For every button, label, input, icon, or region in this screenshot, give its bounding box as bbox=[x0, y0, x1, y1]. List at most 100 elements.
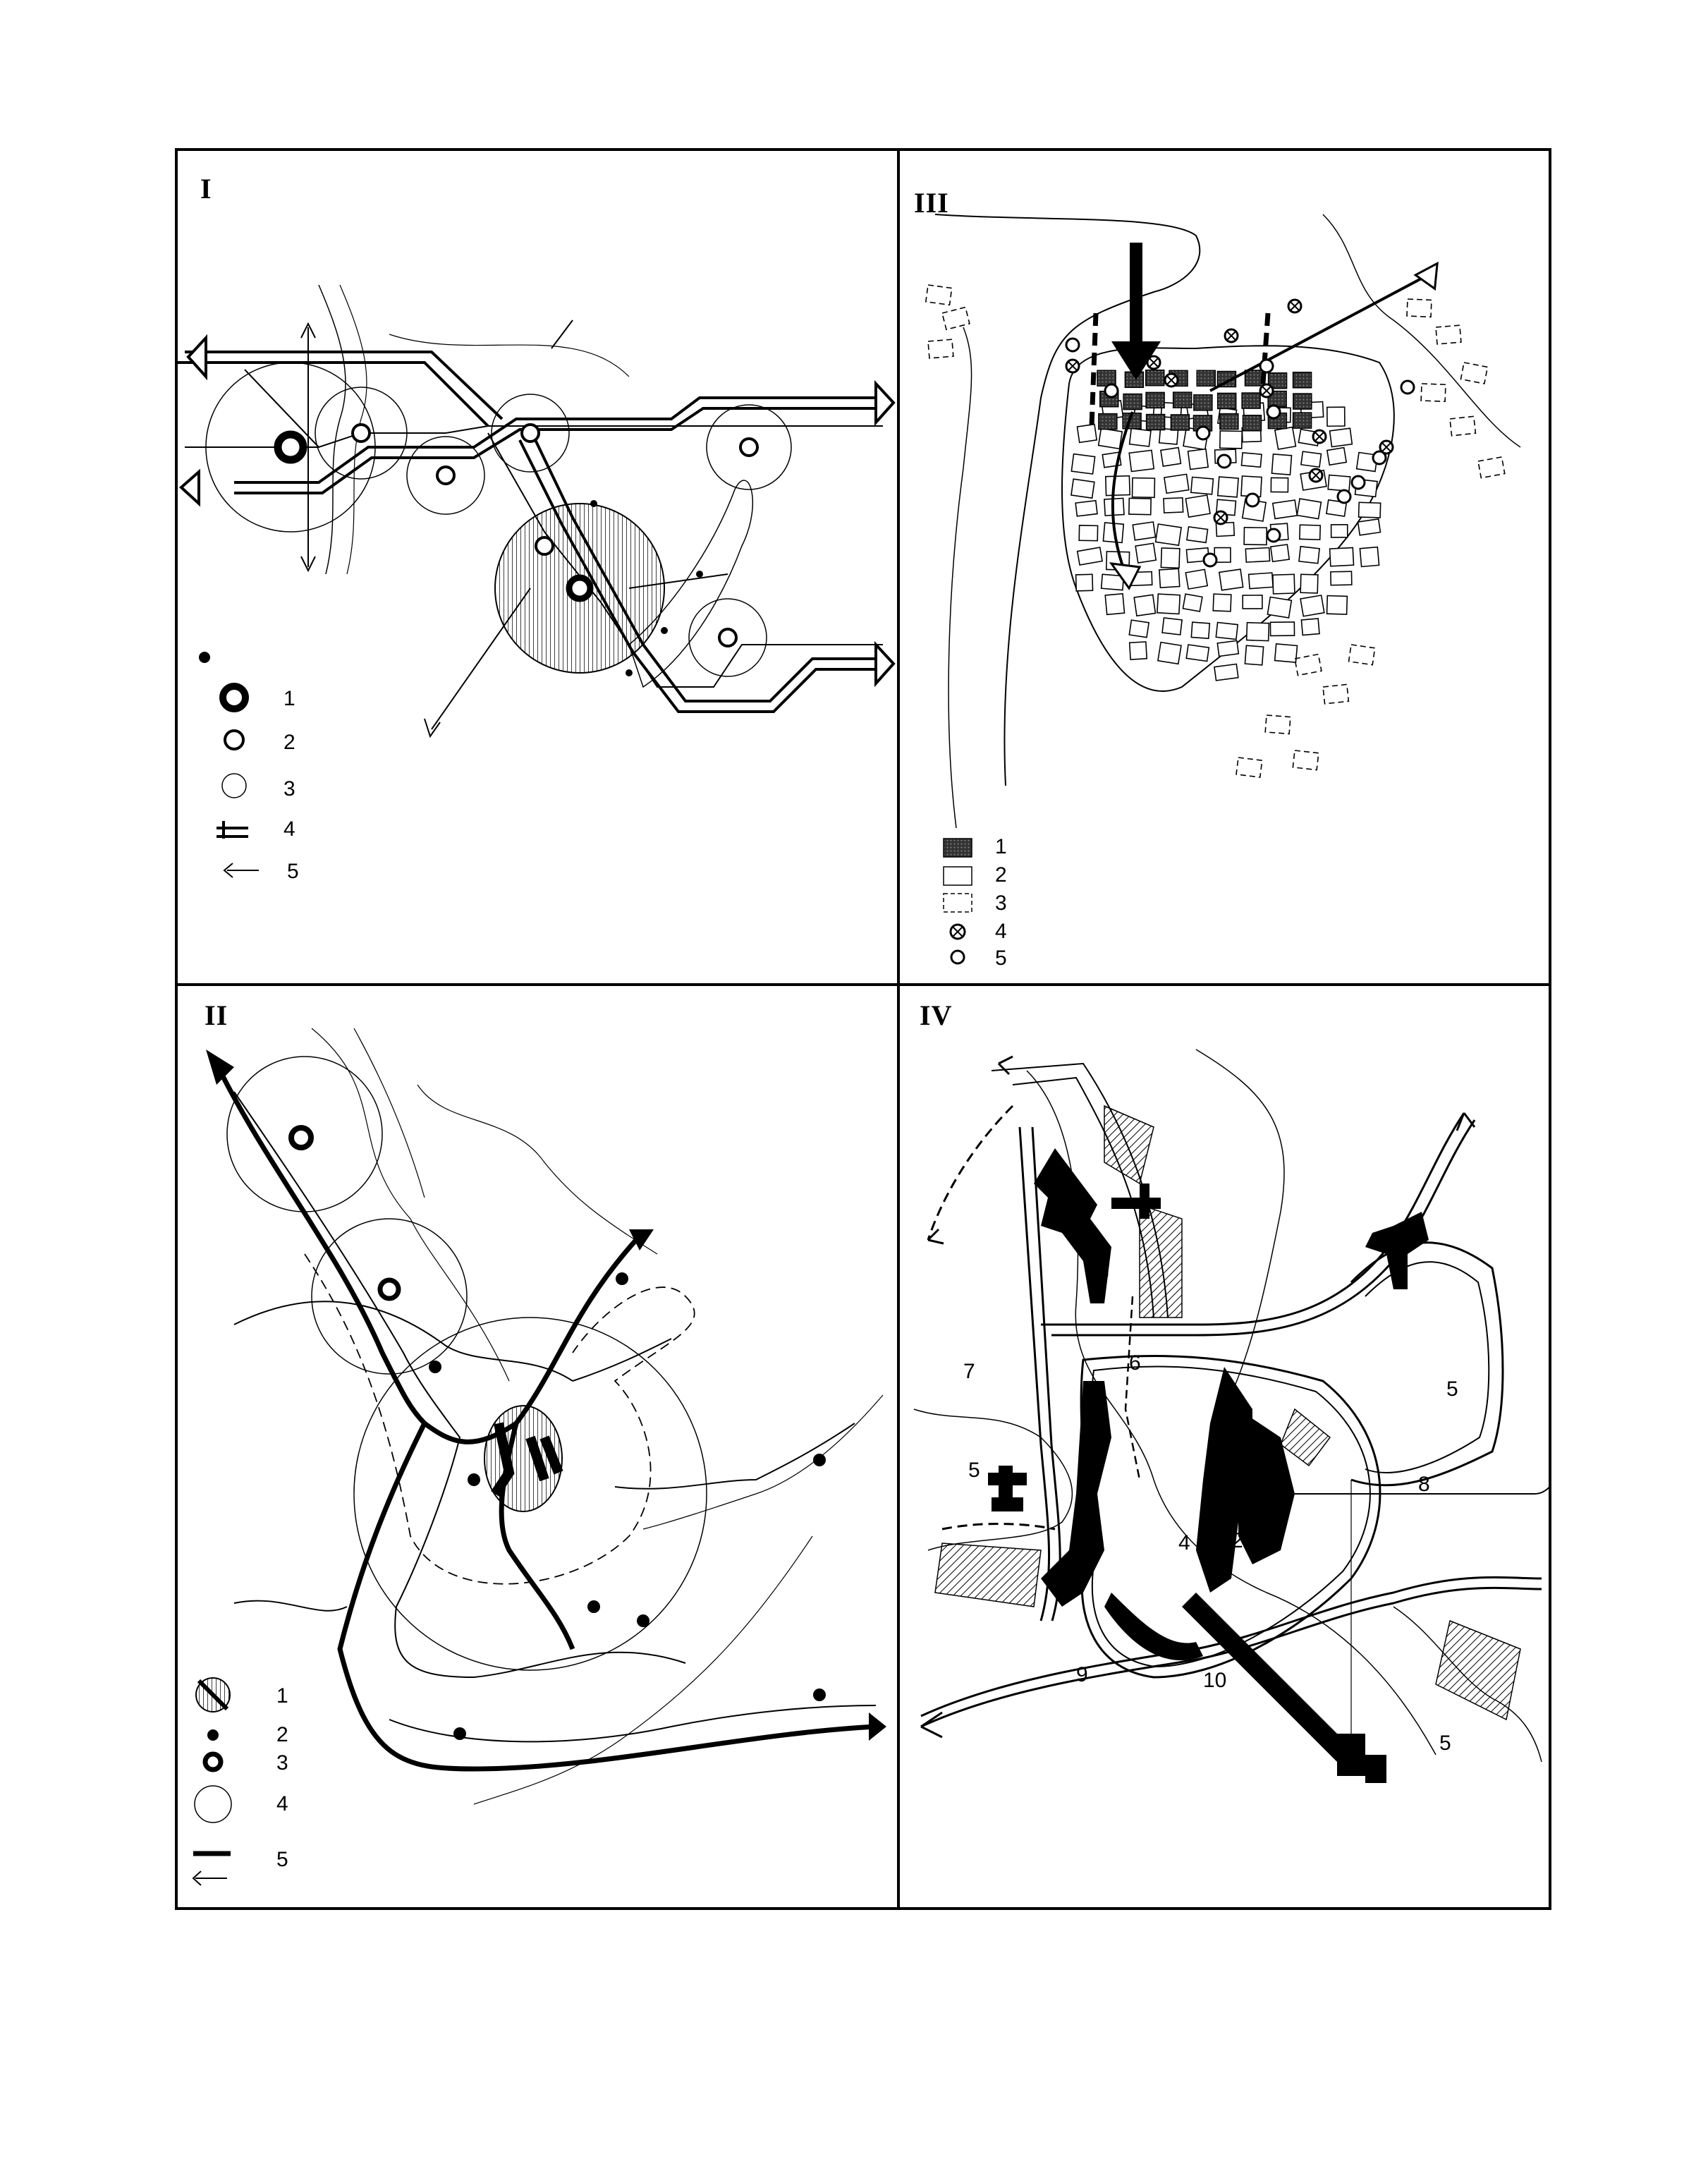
marker-open bbox=[1245, 492, 1260, 508]
city-block bbox=[1326, 446, 1348, 466]
marker-open bbox=[1202, 552, 1218, 568]
city-block bbox=[1161, 617, 1183, 635]
city-block bbox=[1128, 641, 1148, 660]
city-block bbox=[1190, 476, 1214, 495]
map-iv-label-5a: 5 bbox=[1097, 1261, 1109, 1284]
core-block bbox=[1216, 392, 1237, 410]
planned-block bbox=[1236, 757, 1263, 778]
core-block bbox=[1242, 415, 1262, 432]
panel-iii-map bbox=[925, 214, 1521, 965]
marker-open bbox=[1104, 383, 1119, 398]
city-block bbox=[1160, 547, 1181, 569]
city-block bbox=[1104, 592, 1126, 616]
city-block bbox=[1300, 618, 1320, 636]
city-block bbox=[1358, 501, 1381, 518]
map-iv-label-4: 4 bbox=[1178, 1531, 1190, 1554]
marker-open bbox=[1350, 475, 1366, 490]
city-block bbox=[1212, 593, 1232, 612]
legend-iii-2: 2 bbox=[995, 863, 1007, 887]
city-block bbox=[1326, 595, 1348, 615]
city-block bbox=[1300, 451, 1322, 468]
core-block bbox=[1292, 372, 1312, 389]
core-block bbox=[1098, 413, 1118, 430]
marker-open bbox=[1336, 489, 1352, 504]
city-block bbox=[1242, 595, 1263, 609]
panel-iii: III bbox=[900, 151, 1551, 983]
marker-cross bbox=[1381, 442, 1391, 452]
city-block bbox=[1133, 594, 1157, 617]
map-iv-label-8: 8 bbox=[1418, 1473, 1430, 1496]
city-block bbox=[1075, 499, 1098, 517]
city-block bbox=[1131, 477, 1156, 499]
legend-ii-3: 3 bbox=[276, 1751, 288, 1775]
planned-block bbox=[1322, 683, 1350, 705]
panel-ii-label: II bbox=[205, 999, 228, 1031]
panel-i-label: I bbox=[200, 173, 212, 205]
map-iv-label-7: 7 bbox=[963, 1360, 975, 1383]
city-block bbox=[1216, 476, 1239, 498]
core-block bbox=[1145, 369, 1165, 387]
marker-open bbox=[1266, 404, 1281, 420]
panel-iv: IV bbox=[900, 986, 1551, 1907]
city-block bbox=[1326, 406, 1346, 427]
city-block bbox=[1329, 427, 1353, 448]
panel-ii-map bbox=[192, 1028, 886, 1886]
city-block bbox=[1219, 430, 1243, 449]
legend-i-5: 5 bbox=[287, 860, 299, 883]
map-iv-label-2: 2 bbox=[1231, 1529, 1243, 1552]
city-block bbox=[1160, 446, 1182, 467]
city-block bbox=[1272, 573, 1295, 595]
city-block bbox=[1330, 524, 1348, 538]
marker-cross bbox=[1314, 432, 1324, 442]
city-block bbox=[1270, 477, 1289, 493]
city-block bbox=[1244, 645, 1264, 666]
planned-block bbox=[1460, 362, 1489, 384]
map-iv-label-3: 3 bbox=[1226, 1487, 1238, 1510]
city-block bbox=[1076, 547, 1104, 566]
core-block bbox=[1170, 414, 1190, 431]
panel-divider-horizontal bbox=[175, 983, 1551, 986]
city-block bbox=[1070, 478, 1095, 499]
panel-i: I bbox=[178, 151, 897, 983]
city-block bbox=[1182, 593, 1203, 612]
city-block bbox=[1163, 473, 1190, 494]
legend-iii-3: 3 bbox=[995, 892, 1007, 915]
figure-frame bbox=[175, 148, 1551, 1910]
city-block bbox=[1274, 426, 1297, 450]
planned-block bbox=[1406, 298, 1432, 318]
panel-ii: II bbox=[178, 986, 897, 1907]
planned-block bbox=[1420, 383, 1446, 403]
city-block bbox=[1325, 499, 1348, 517]
marker-open bbox=[1400, 379, 1415, 395]
planned-block bbox=[941, 306, 970, 331]
marker-cross bbox=[1290, 301, 1300, 311]
panel-iv-label: IV bbox=[920, 999, 953, 1031]
map-iv-label-1: 1 bbox=[1267, 1473, 1279, 1496]
city-block bbox=[1128, 449, 1155, 473]
city-block bbox=[1163, 497, 1184, 513]
city-block bbox=[1271, 454, 1293, 475]
marker-cross bbox=[1166, 375, 1176, 385]
city-block bbox=[1215, 621, 1239, 640]
map-iv-label-5c: 5 bbox=[968, 1459, 980, 1482]
legend-iii-5: 5 bbox=[995, 947, 1007, 970]
city-block bbox=[1240, 451, 1262, 468]
city-block bbox=[1330, 571, 1353, 586]
city-block bbox=[1158, 568, 1181, 589]
city-block bbox=[1274, 643, 1298, 663]
city-block bbox=[1269, 621, 1295, 637]
planned-block bbox=[1294, 653, 1322, 676]
map-iv-label-5d: 5 bbox=[1439, 1732, 1451, 1755]
planned-block bbox=[1292, 750, 1319, 771]
planned-block bbox=[1264, 714, 1291, 735]
city-block bbox=[1245, 547, 1271, 563]
city-block bbox=[1243, 527, 1268, 546]
planned-block bbox=[1477, 456, 1506, 479]
city-block bbox=[1128, 427, 1152, 447]
city-block bbox=[1329, 547, 1355, 567]
core-block bbox=[1241, 392, 1261, 409]
planned-block bbox=[927, 339, 954, 359]
city-block bbox=[1296, 498, 1322, 520]
core-block bbox=[1219, 413, 1239, 430]
marker-open bbox=[1259, 358, 1274, 374]
